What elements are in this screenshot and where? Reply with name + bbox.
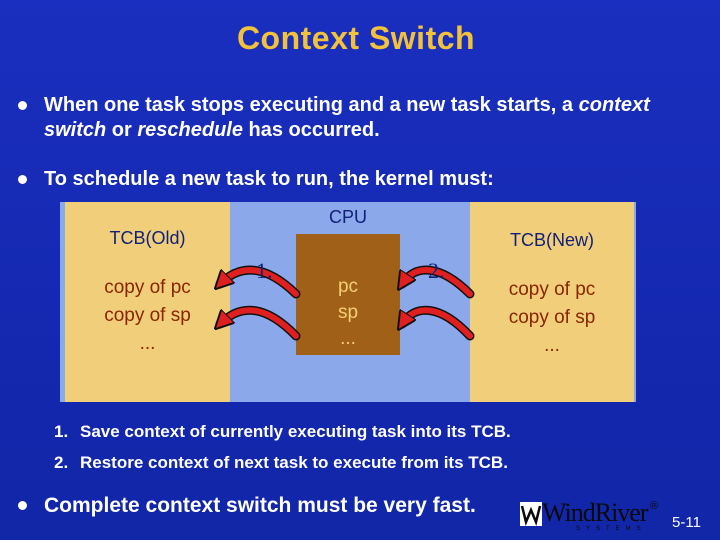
step-1-description: Save context of currently executing task…: [80, 422, 511, 441]
tcb-new-sp: copy of sp: [508, 307, 596, 328]
step-1-number: 1.: [54, 422, 69, 441]
cpu-box: pc sp ...: [296, 234, 400, 355]
bullet-text: Complete context switch must be very fas…: [44, 494, 476, 517]
step-2-marker: 2.: [428, 258, 445, 283]
restore-arrows: [402, 265, 475, 341]
step-1-text: 1. Save context of currently executing ta…: [54, 422, 674, 442]
save-arrows: [220, 265, 301, 341]
tcb-old-fields: copy of pc copy of sp ...: [65, 274, 230, 358]
context-switch-diagram: TCB(Old) copy of pc copy of sp ... CPU p…: [60, 202, 636, 402]
step-2-text: 2. Restore context of next task to execut…: [54, 453, 674, 473]
bullet-text: To schedule a new task to run, the kerne…: [44, 168, 494, 190]
bullet-context-switch-definition: When one task stops executing and a new …: [18, 93, 688, 143]
cpu-ellipsis: ...: [340, 328, 356, 349]
cpu-pc: pc: [337, 276, 359, 297]
tcb-new-pc: copy of pc: [508, 279, 596, 300]
bullet-fast-switch: Complete context switch must be very fas…: [18, 493, 538, 518]
tcb-old-ellipsis: ...: [139, 333, 156, 354]
logo-wordmark: WindRiver: [542, 498, 648, 527]
windriver-mark-icon: [520, 502, 542, 526]
windriver-logo: WindRiver ® SYSTEMS: [520, 498, 665, 534]
tcb-new-label: TCB(New): [510, 230, 594, 250]
tcb-old-pc: copy of pc: [104, 277, 191, 298]
page-number: 5-11: [672, 514, 701, 531]
cpu-sp: sp: [337, 302, 359, 323]
step-2-description: Restore context of next task to execute …: [80, 453, 508, 472]
tcb-old-sp: copy of sp: [104, 305, 191, 326]
logo-subtitle: SYSTEMS: [576, 526, 647, 532]
tcb-old-box: TCB(Old) copy of pc copy of sp ...: [65, 202, 230, 402]
tcb-new-ellipsis: ...: [544, 335, 560, 356]
bullet-dot-icon: [18, 175, 27, 184]
cpu-label: CPU: [328, 207, 367, 227]
tcb-old-label: TCB(Old): [109, 228, 186, 248]
bullet-schedule-new-task: To schedule a new task to run, the kerne…: [18, 167, 688, 192]
logo-registered-mark: ®: [650, 500, 659, 512]
cpu-fields: pc sp ...: [296, 274, 400, 352]
slide-title: Context Switch: [236, 20, 476, 56]
tcb-new-fields: copy of pc copy of sp ...: [470, 276, 634, 360]
bullet-text: When one task stops executing and a new …: [44, 94, 650, 141]
step-2-number: 2.: [54, 453, 69, 472]
bullet-dot-icon: [18, 101, 27, 110]
arrows-layer: [60, 265, 475, 341]
step-1-marker: 1.: [256, 258, 273, 283]
tcb-new-box: TCB(New) copy of pc copy of sp ...: [470, 202, 634, 402]
bullet-dot-icon: [18, 501, 27, 510]
